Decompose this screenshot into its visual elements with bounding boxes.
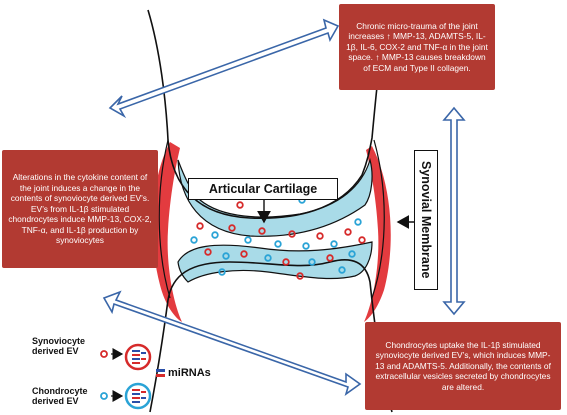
articular-cartilage-label: Articular Cartilage [188, 178, 338, 200]
double-arrow-bottom [102, 290, 362, 396]
lower-bone-outline [149, 258, 393, 413]
legend-chondrocyte-graphic [100, 382, 152, 410]
legend-mirnas-label: miRNAs [168, 367, 211, 379]
double-arrow-top [108, 18, 340, 119]
upper-bone-outline [147, 9, 389, 220]
legend-synoviocyte-graphic [100, 343, 152, 371]
upper-cartilage [177, 157, 373, 237]
capsule-right [371, 139, 385, 299]
info-box-bottom-right: Chondrocytes uptake the IL-1β stimulated… [365, 322, 561, 410]
legend-mirna-graphic [156, 369, 165, 377]
double-arrow-right [442, 106, 466, 316]
legend-chondrocyte-label: Chondrocyte derived EV [32, 386, 88, 407]
legend-synoviocyte-label: Synoviocyte derived EV [32, 336, 86, 357]
ev-particles [190, 188, 366, 280]
info-box-left: Alterations in the cytokine content of t… [2, 150, 158, 268]
capsule-left [158, 139, 171, 299]
synovium-right [364, 146, 391, 322]
synovial-membrane-label: Synovial Membrane [414, 150, 438, 290]
info-box-top-right: Chronic micro-trauma of the joint increa… [339, 4, 495, 90]
lower-cartilage [177, 241, 373, 283]
